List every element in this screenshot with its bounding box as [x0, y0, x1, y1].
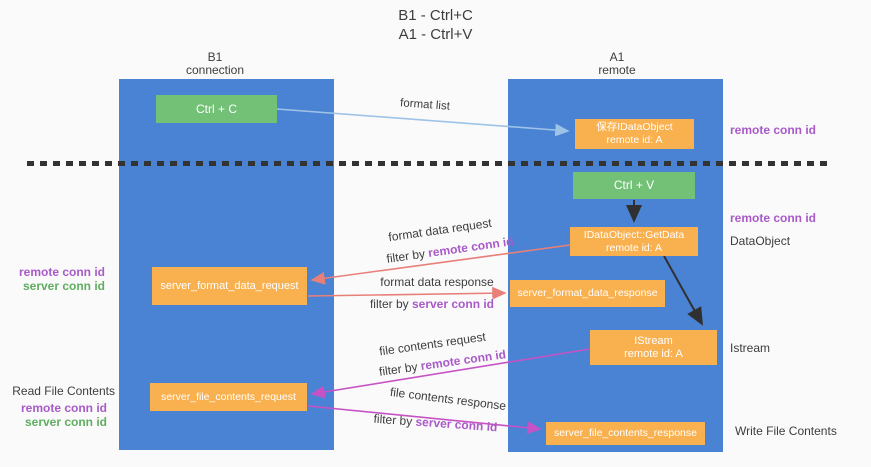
box-ctrl-v: Ctrl + V: [573, 172, 695, 199]
label-filter-by-server-2-highlight: server conn id: [415, 414, 498, 435]
box-idataobject-getdata: IDataObject::GetData remote id: A: [570, 227, 698, 256]
column-header-a1: A1 remote: [547, 51, 687, 76]
column-b1-role: connection: [185, 62, 245, 77]
box-server-format-data-request-label: server_format_data_request: [160, 279, 299, 292]
label-filter-by-remote-2-prefix: filter by: [378, 359, 422, 379]
box-server-file-contents-response-label: server_file_contents_response: [553, 427, 697, 439]
box-idataobject-getdata-sublabel: remote id: A: [605, 241, 663, 254]
label-dataobject: DataObject: [730, 234, 791, 248]
label-filter-by-server-1-prefix: filter by: [369, 297, 412, 311]
title-line-1: B1 - Ctrl+C: [398, 7, 473, 24]
label-remote-conn-id-mid-right: remote conn id: [730, 211, 817, 225]
box-server-file-contents-request-label: server_file_contents_request: [161, 390, 296, 403]
box-server-format-data-request: server_format_data_request: [152, 267, 307, 305]
label-filter-by-server-1-highlight: server conn id: [411, 297, 495, 311]
column-b1-name: B1: [207, 50, 223, 64]
box-ctrl-c: Ctrl + C: [156, 95, 277, 123]
label-format-list: format list: [399, 97, 451, 113]
label-read-file-contents: Read File Contents: [12, 384, 115, 398]
box-istream: IStream remote id: A: [590, 330, 717, 365]
label-filter-by-remote-1-prefix: filter by: [385, 246, 430, 266]
box-istream-label: IStream: [634, 334, 673, 347]
label-remote-conn-id-top-right: remote conn id: [730, 123, 817, 137]
label-remote-conn-id-left-1: remote conn id: [18, 265, 105, 279]
box-save-idataobject-label: 保存IDataObject: [596, 121, 673, 133]
box-ctrl-c-label: Ctrl + C: [195, 101, 237, 116]
box-save-idataobject-sublabel: remote id: A: [606, 134, 663, 146]
box-idataobject-getdata-label: IDataObject::GetData: [583, 228, 685, 241]
column-a1-role: remote: [598, 62, 636, 77]
box-server-file-contents-response: server_file_contents_response: [546, 422, 705, 445]
box-save-idataobject: 保存IDataObject remote id: A: [575, 119, 694, 149]
label-filter-by-server-2-prefix: filter by: [373, 411, 417, 429]
label-filter-by-server-2: filter by server conn id: [358, 411, 514, 436]
label-filter-by-server-1: filter by server conn id: [357, 297, 507, 311]
diagram-title: B1 - Ctrl+C A1 - Ctrl+V: [0, 6, 871, 44]
dashed-divider: [27, 161, 831, 166]
label-server-conn-id-left-1: server conn id: [22, 279, 105, 293]
box-ctrl-v-label: Ctrl + V: [613, 178, 655, 192]
label-format-data-response: format data response: [380, 275, 494, 289]
box-server-format-data-response-label: server_format_data_response: [517, 287, 658, 299]
label-remote-conn-id-left-2: remote conn id: [20, 401, 107, 415]
box-server-file-contents-request: server_file_contents_request: [150, 383, 307, 411]
box-istream-sublabel: remote id: A: [624, 347, 683, 360]
column-a1-name: A1: [609, 50, 625, 64]
column-header-b1: B1 connection: [145, 51, 285, 76]
label-write-file-contents: Write File Contents: [735, 424, 837, 438]
label-filter-by-remote-1-highlight: remote conn id: [427, 234, 515, 260]
label-istream-right: Istream: [730, 341, 771, 355]
box-server-format-data-response: server_format_data_response: [510, 280, 665, 307]
label-server-conn-id-left-2: server conn id: [24, 415, 107, 429]
arrow-format-data-response: [307, 286, 507, 300]
label-filter-by-remote-2-highlight: remote conn id: [419, 347, 507, 373]
title-line-2: A1 - Ctrl+V: [398, 26, 473, 43]
